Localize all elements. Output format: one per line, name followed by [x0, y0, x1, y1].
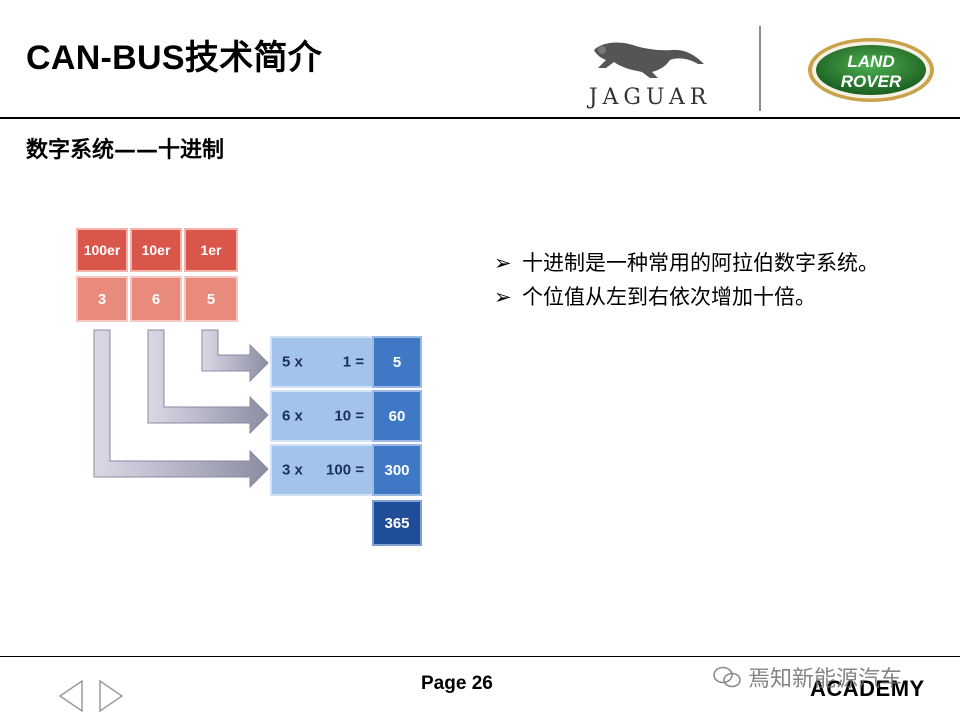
calc-result-tens: 60 — [372, 390, 422, 442]
jaguar-wordmark: JAGUAR — [587, 85, 712, 110]
calc-multiplier: 6 x — [282, 407, 303, 425]
page-number: Page 26 — [421, 673, 493, 694]
digit-tens: 6 — [130, 276, 182, 322]
calc-result-ones: 5 — [372, 336, 422, 388]
calc-result-hundreds: 300 — [372, 444, 422, 496]
footer-divider — [0, 656, 960, 657]
watermark-text: 焉知新能源汽车 — [748, 667, 903, 692]
jaguar-logo: JAGUAR — [587, 42, 712, 110]
digit-hundreds: 3 — [76, 276, 128, 322]
calc-total: 365 — [372, 500, 422, 546]
digit-ones: 5 — [184, 276, 238, 322]
jaguar-leaper-icon — [594, 42, 704, 78]
arrow-bullet-icon: ➢ — [494, 285, 512, 309]
calc-place: 100 = — [326, 461, 364, 479]
bullet-list: ➢ 十进制是一种常用的阿拉伯数字系统。 ➢ 个位值从左到右依次增加十倍。 — [494, 248, 934, 316]
decimal-place-diagram: 100er 10er 1er 3 6 5 5 x 1 = 5 6 x 10 = … — [70, 220, 430, 560]
arrow-icon-ones — [201, 329, 269, 383]
bullet-text: 个位值从左到右依次增加十倍。 — [522, 285, 816, 309]
calc-row-ones: 5 x 1 = — [270, 336, 374, 388]
section-subtitle: 数字系统——十进制 — [26, 138, 225, 163]
arrow-icon-tens — [147, 329, 269, 435]
calc-multiplier: 5 x — [282, 353, 303, 371]
slide-title: CAN-BUS技术简介 — [26, 39, 323, 77]
bullet-item: ➢ 十进制是一种常用的阿拉伯数字系统。 — [494, 248, 934, 278]
calc-row-hundreds: 3 x 100 = — [270, 444, 374, 496]
arrow-icon-hundreds — [93, 329, 269, 489]
header-divider — [0, 117, 960, 119]
academy-label: ACADEMY — [810, 676, 925, 701]
wechat-icon — [713, 666, 741, 688]
place-header-hundreds: 100er — [76, 228, 128, 272]
bullet-item: ➢ 个位值从左到右依次增加十倍。 — [494, 282, 934, 312]
land-rover-line2: ROVER — [841, 72, 902, 91]
calc-place: 1 = — [342, 353, 364, 371]
bullet-text: 十进制是一种常用的阿拉伯数字系统。 — [522, 251, 879, 275]
arrow-layer — [93, 329, 269, 489]
arrow-bullet-icon: ➢ — [494, 251, 512, 275]
next-slide-icon[interactable] — [99, 679, 124, 713]
calc-multiplier: 3 x — [282, 461, 303, 479]
slide-nav — [58, 679, 124, 713]
land-rover-line1: LAND — [847, 52, 894, 71]
calc-place: 10 = — [334, 407, 364, 425]
place-header-ones: 1er — [184, 228, 238, 272]
logo-divider — [759, 26, 761, 111]
calc-row-tens: 6 x 10 = — [270, 390, 374, 442]
watermark: 焉知新能源汽车 — [712, 661, 902, 693]
land-rover-logo: LAND ROVER — [808, 38, 934, 102]
place-header-tens: 10er — [130, 228, 182, 272]
previous-slide-icon[interactable] — [58, 679, 83, 713]
